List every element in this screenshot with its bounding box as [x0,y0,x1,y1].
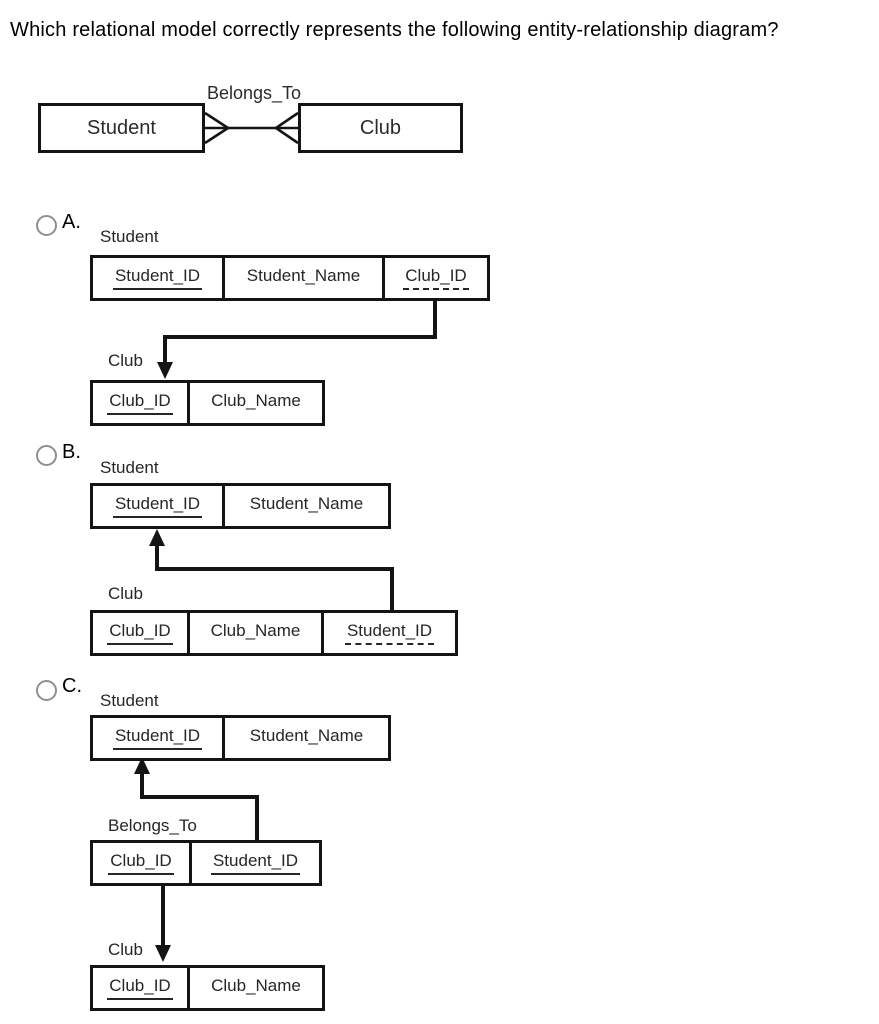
column-name-pk: Student_ID [112,494,203,518]
table-cell: Club_ID [93,843,192,883]
option-a-club-table-title: Club [108,351,143,370]
table-cell: Club_ID [93,383,190,423]
option-b-label[interactable]: B. [62,441,81,463]
option-a-label[interactable]: A. [62,211,81,233]
column-name-fk: Club_ID [403,266,469,290]
option-c-student-table-title: Student [100,691,159,710]
er-relationship-line [204,111,299,145]
option-b-radio[interactable] [36,445,57,466]
column-name-pk: Student_ID [210,851,301,875]
table-cell: Club_Name [190,613,324,653]
option-b-club-table-title: Club [108,584,143,603]
option-a-club-table: Club_ID Club_Name [90,380,325,426]
column-name-pk: Club_ID [107,976,173,1000]
table-cell: Student_ID [93,718,225,758]
arrow-c-clubid-to-club [155,882,171,962]
option-c-club-table-title: Club [108,940,143,959]
option-b-student-table: Student_ID Student_Name [90,483,391,529]
table-cell: Club_ID [93,613,190,653]
table-cell: Student_Name [225,718,388,758]
option-a-radio[interactable] [36,215,57,236]
er-relationship-label: Belongs_To [206,83,302,103]
option-c-student-table: Student_ID Student_Name [90,715,391,761]
option-b-club-table: Club_ID Club_Name Student_ID [90,610,458,656]
column-name: Student_Name [249,494,364,513]
er-entity-student: Student [38,103,205,153]
table-cell: Student_ID [93,258,225,298]
column-name: Club_Name [210,621,301,640]
question-text: Which relational model correctly represe… [10,19,779,41]
option-c-belongsto-table: Club_ID Student_ID [90,840,322,886]
option-c-club-table: Club_ID Club_Name [90,965,325,1011]
option-a-student-table-title: Student [100,227,159,246]
column-name-pk: Club_ID [107,621,173,645]
column-name-pk: Club_ID [107,391,173,415]
table-cell: Club_Name [190,383,322,423]
option-a-student-table: Student_ID Student_Name Club_ID [90,255,490,301]
table-cell: Student_ID [324,613,455,653]
column-name: Student_Name [246,266,361,285]
er-entity-student-label: Student [87,116,156,139]
arrow-b-studentid-to-student [149,529,394,610]
table-cell: Club_ID [385,258,487,298]
column-name-pk: Student_ID [112,266,203,290]
table-cell: Student_ID [192,843,319,883]
arrow-a-clubid-to-club [157,297,437,379]
table-cell: Student_ID [93,486,225,526]
table-cell: Club_Name [190,968,322,1008]
option-c-belongsto-table-title: Belongs_To [108,816,197,835]
table-cell: Student_Name [225,486,388,526]
column-name: Student_Name [249,726,364,745]
er-entity-club: Club [298,103,463,153]
column-name-pk: Student_ID [112,726,203,750]
option-c-label[interactable]: C. [62,675,82,697]
table-cell: Student_Name [225,258,385,298]
column-name: Club_Name [211,976,301,995]
column-name: Club_Name [211,391,301,410]
column-name-fk: Student_ID [344,621,435,645]
er-entity-club-label: Club [359,116,402,139]
option-c-radio[interactable] [36,680,57,701]
option-b-student-table-title: Student [100,458,159,477]
table-cell: Club_ID [93,968,190,1008]
column-name-pk: Club_ID [108,851,174,875]
